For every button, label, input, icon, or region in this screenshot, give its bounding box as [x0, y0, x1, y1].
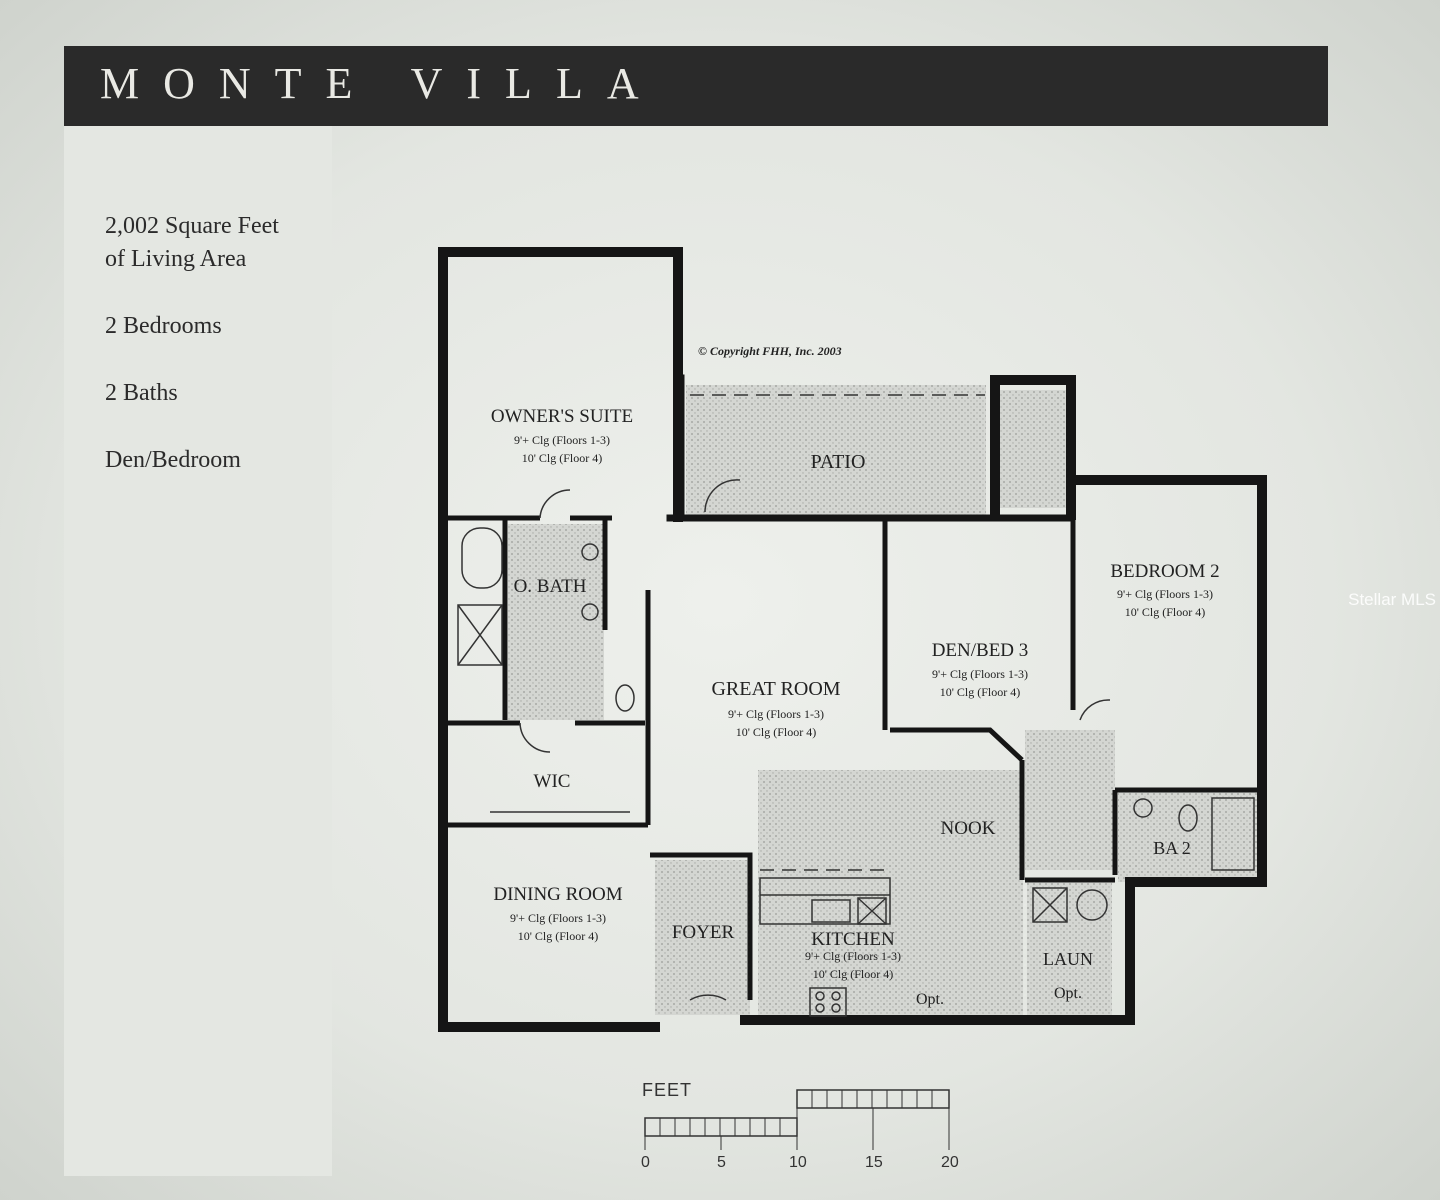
ceiling-owners-suite-1: 9'+ Clg (Floors 1-3) [514, 433, 610, 447]
room-label-owners-suite: OWNER'S SUITE [491, 406, 633, 427]
ceiling-kitchen-2: 10' Clg (Floor 4) [813, 967, 894, 981]
scale-tick-5: 5 [717, 1154, 726, 1171]
ba2-tub [1211, 797, 1255, 871]
vanity-sink-2 [581, 603, 599, 621]
feature-sqft: 2,002 Square Feet [105, 213, 279, 239]
room-label-opt-laun: Opt. [1054, 985, 1082, 1002]
ceiling-dining-1: 9'+ Clg (Floors 1-3) [510, 911, 606, 925]
feature-bedrooms: 2 Bedrooms [105, 313, 222, 339]
dryer [1076, 889, 1108, 921]
ceiling-bedroom2-1: 9'+ Clg (Floors 1-3) [1117, 587, 1213, 601]
vanity-sink-1 [581, 543, 599, 561]
toilet [615, 684, 635, 712]
ceiling-bedroom2-2: 10' Clg (Floor 4) [1125, 605, 1206, 619]
laun-floor [1027, 883, 1112, 1015]
kitchen-sink [811, 899, 851, 923]
hall-floor [1025, 730, 1115, 870]
range [809, 987, 847, 1017]
wall-patio-right [990, 375, 1076, 520]
scale-label: FEET [642, 1080, 693, 1100]
wall-den-bottom [890, 727, 1024, 762]
wall-owners-suite [438, 247, 683, 522]
room-label-obath: O. BATH [514, 576, 587, 597]
features-panel [64, 126, 332, 1176]
patio-storage-floor [1000, 390, 1066, 508]
title-banner [64, 46, 1328, 126]
feature-den: Den/Bedroom [105, 447, 241, 473]
foyer-floor [655, 860, 750, 1015]
ceiling-owners-suite-2: 10' Clg (Floor 4) [522, 451, 603, 465]
watermark: Stellar MLS [1348, 590, 1436, 609]
scale-tick-20: 20 [941, 1154, 959, 1171]
room-label-laun: LAUN [1043, 949, 1093, 969]
feature-baths: 2 Baths [105, 380, 178, 406]
shower [457, 604, 503, 666]
ceiling-great-room-2: 10' Clg (Floor 4) [736, 725, 817, 739]
scale-bar [644, 1089, 950, 1150]
dishwasher [857, 897, 887, 925]
wall-left-exterior [438, 247, 660, 1032]
obath-floor [508, 524, 604, 720]
room-label-wic: WIC [534, 771, 571, 792]
suite-door-swing [539, 489, 571, 519]
room-label-den: DEN/BED 3 [932, 640, 1029, 661]
room-label-ba2: BA 2 [1153, 838, 1191, 858]
ba2-sink [1133, 798, 1153, 818]
foyer-door-swing [689, 994, 727, 1001]
feature-living-area: of Living Area [105, 246, 247, 272]
ceiling-great-room-1: 9'+ Clg (Floors 1-3) [728, 707, 824, 721]
ceiling-den-2: 10' Clg (Floor 4) [940, 685, 1021, 699]
room-label-nook: NOOK [941, 818, 996, 839]
scale-tick-10: 10 [789, 1154, 807, 1171]
room-label-opt-kitchen: Opt. [916, 991, 944, 1008]
copyright-notice: © Copyright FHH, Inc. 2003 [698, 344, 842, 358]
scale-tick-0: 0 [641, 1154, 650, 1171]
wic-door-swing [519, 722, 551, 753]
wall-bottom-exterior [740, 475, 1267, 1025]
ceiling-dining-2: 10' Clg (Floor 4) [518, 929, 599, 943]
wall-foyer [650, 852, 753, 1000]
room-label-patio: PATIO [811, 451, 866, 473]
ceiling-den-1: 9'+ Clg (Floors 1-3) [932, 667, 1028, 681]
room-label-kitchen: KITCHEN [811, 929, 895, 950]
scale-tick-15: 15 [865, 1154, 883, 1171]
patio-floor [686, 385, 986, 515]
room-label-great-room: GREAT ROOM [711, 678, 840, 700]
ba2-floor [1118, 790, 1258, 882]
patio-door-swing [704, 479, 741, 513]
tub [461, 527, 503, 589]
room-label-dining: DINING ROOM [493, 884, 622, 905]
washer [1032, 887, 1068, 923]
room-label-bedroom2: BEDROOM 2 [1110, 561, 1219, 582]
room-label-foyer: FOYER [672, 922, 735, 943]
hall-door-swing [1079, 699, 1111, 721]
ceiling-kitchen-1: 9'+ Clg (Floors 1-3) [805, 949, 901, 963]
kitchen-counter [759, 877, 891, 925]
plan-title: MONTE VILLA [100, 59, 663, 108]
ba2-toilet [1178, 804, 1198, 832]
